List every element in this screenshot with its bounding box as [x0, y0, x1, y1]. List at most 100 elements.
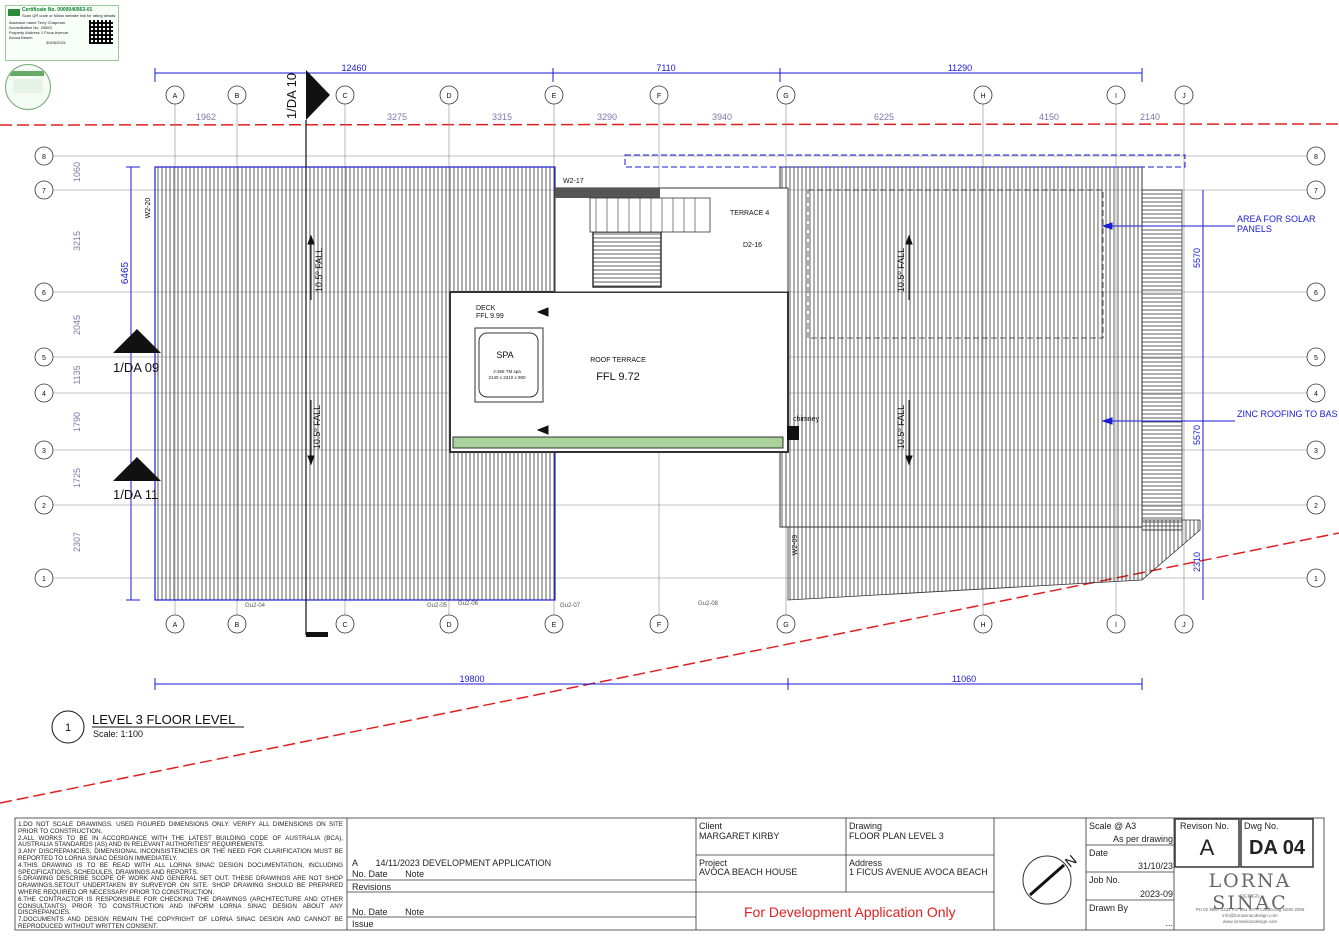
grid-col-G-bottom-label: G — [783, 622, 788, 629]
grid-col-E-top-label: E — [552, 93, 557, 100]
north-arrow-icon — [1022, 855, 1072, 905]
grid-row-8-right-label: 8 — [1314, 154, 1318, 161]
wall-top — [555, 188, 660, 198]
label-fall-3: 10.5º FALL — [896, 248, 906, 292]
grid-col-A-bottom-bubble — [165, 614, 185, 634]
grid-col-D-bottom-label: D — [446, 622, 451, 629]
job-label: Job No. — [1089, 875, 1121, 885]
label-gutter-5: Gu2-08 — [698, 601, 719, 607]
grid-col-F-bottom-label: F — [657, 622, 661, 629]
view-number-bubble — [51, 710, 85, 744]
grid-row-8-left-bubble — [34, 146, 54, 166]
solar-panel-area — [807, 189, 1104, 339]
view-title: LEVEL 3 FLOOR LEVEL — [92, 712, 235, 727]
grid-row-5-right-label: 5 — [1314, 355, 1318, 362]
grid-row-2-left-bubble — [34, 495, 54, 515]
note-3: 3.ANY DISCREPANCIES, DIMENSIONAL INCONSI… — [18, 848, 343, 862]
dim-left-2: 3215 — [72, 231, 82, 251]
issue-header: No. Date Note — [352, 907, 425, 917]
label-deck-ffl: FFL 9.99 — [476, 313, 504, 320]
grid-row-8-left-label: 8 — [42, 154, 46, 161]
dim-left-1: 1060 — [72, 162, 82, 182]
grid-row-3-left-label: 3 — [42, 448, 46, 455]
eave-line — [624, 154, 1186, 168]
dwg-no-label: Dwg No. — [1244, 821, 1279, 831]
section-label-left-lower: 1/DA 11 — [113, 487, 158, 502]
grid-col-D-top-bubble — [439, 85, 459, 105]
grid-col-G-top-bubble — [776, 85, 796, 105]
dim-sub-2: 3275 — [387, 112, 407, 122]
dim-bottom-2: 11060 — [952, 674, 976, 684]
grid-col-H-bottom-bubble — [973, 614, 993, 634]
note-1: 1.DO NOT SCALE DRAWINGS. USED FIGURED DI… — [18, 821, 343, 835]
label-door: D2-16 — [743, 242, 762, 249]
dim-left-5: 1790 — [72, 412, 82, 432]
callout-zinc: ZINC ROOFING TO BAS SPECIFICATION — [1237, 409, 1339, 419]
stair — [589, 197, 711, 233]
grid-col-E-bottom-bubble — [544, 614, 564, 634]
title-block-frame — [14, 817, 1325, 931]
grid-col-B-top-bubble — [227, 85, 247, 105]
revision-header: No. Date Note — [352, 869, 425, 879]
dim-top-12460: 12460 — [341, 63, 366, 73]
dim-top-7110: 7110 — [656, 63, 675, 73]
grid-col-A-bottom-label: A — [173, 622, 178, 629]
dim-top-11290: 11290 — [948, 63, 972, 73]
label-fall-4: 10.5º FALL — [896, 405, 906, 449]
grid-col-C-bottom-bubble — [335, 614, 355, 634]
grid-row-3-right-label: 3 — [1314, 448, 1318, 455]
cert-assessor-value: Terry Chapman — [37, 20, 65, 25]
grid-col-J-bottom-bubble — [1174, 614, 1194, 634]
dim-right-3: 2310 — [1192, 552, 1202, 572]
grid-col-I-top-label: I — [1115, 93, 1117, 100]
note-4: 4.THIS DRAWING IS TO BE READ WITH ALL LO… — [18, 861, 343, 876]
note-2: 2.ALL WORKS TO BE IN ACCORDANCE WITH THE… — [18, 834, 343, 849]
drawn-value: ... — [1165, 918, 1173, 928]
grid-row-2-right-bubble — [1306, 495, 1326, 515]
grid-col-C-top-bubble — [335, 85, 355, 105]
firm-logo: LORNA SINAC — [1208, 870, 1292, 914]
grid-row-1-right-label: 1 — [1314, 576, 1318, 583]
drawn-label: Drawn By — [1089, 903, 1129, 913]
roof-east — [779, 166, 1143, 528]
scale-value: As per drawing — [1112, 834, 1173, 844]
grid-col-J-bottom-label: J — [1182, 622, 1186, 629]
cert-property-value: 1 Ficus Avenue Avoca Beach — [9, 30, 69, 40]
project-label: Project — [699, 858, 728, 868]
grid-row-7-right-label: 7 — [1314, 188, 1318, 195]
planter-strip — [452, 436, 784, 449]
firm-contact: PH 02 9967 4333 PO Box 4079 Castlecrag N… — [1195, 907, 1305, 924]
grid-row-7-left-bubble — [34, 180, 54, 200]
dim-left-total: 6465 — [120, 261, 131, 284]
grid-col-B-top-label: B — [235, 93, 240, 100]
cert-date: 30/06/2021 — [46, 40, 67, 45]
general-notes: 1.DO NOT SCALE DRAWINGS. USED FIGURED DI… — [18, 821, 343, 931]
drawing-value: FLOOR PLAN LEVEL 3 — [849, 831, 944, 841]
certificate-scan-note: Scan QR code or follow website link for … — [22, 13, 116, 18]
certificate-number: Certificate No. 0000040563-01 — [22, 7, 93, 13]
cert-property-label: Property Address — [9, 30, 40, 35]
section-mark-top-icon — [306, 70, 330, 120]
grid-col-G-bottom-bubble — [776, 614, 796, 634]
grid-row-6-left-label: 6 — [42, 290, 46, 297]
address-value: 1 FICUS AVENUE AVOCA BEACH — [849, 867, 988, 877]
grid-row-3-left-bubble — [34, 440, 54, 460]
grid-row-6-right-label: 6 — [1314, 290, 1318, 297]
job-value: 2023-09 — [1139, 889, 1173, 899]
label-spa-size: 2140 x 2310 x 900 — [488, 375, 526, 380]
grid-row-3-right-bubble — [1306, 440, 1326, 460]
boundary-line-diagonal — [0, 532, 1339, 804]
label-chimney: chimney — [793, 416, 820, 423]
grid-col-C-top-label: C — [342, 93, 347, 100]
dwg-no-value: DA 04 — [1249, 837, 1305, 859]
grid-row-5-left-label: 5 — [42, 355, 46, 362]
note-6: 6.THE CONTRACTOR IS RESPONSIBLE FOR CHEC… — [18, 895, 343, 917]
callout-solar: AREA FOR SOLAR PANELS — [1237, 214, 1316, 234]
note-7: 7.DOCUMENTS AND DESIGN REMAIN THE COPYRI… — [18, 916, 343, 930]
roof-east-strip — [1141, 189, 1183, 531]
grid-col-I-bottom-bubble — [1106, 614, 1126, 634]
grid-col-F-top-label: F — [657, 93, 661, 100]
grid-row-4-left-label: 4 — [42, 391, 46, 398]
dim-left-6: 1725 — [72, 468, 82, 488]
